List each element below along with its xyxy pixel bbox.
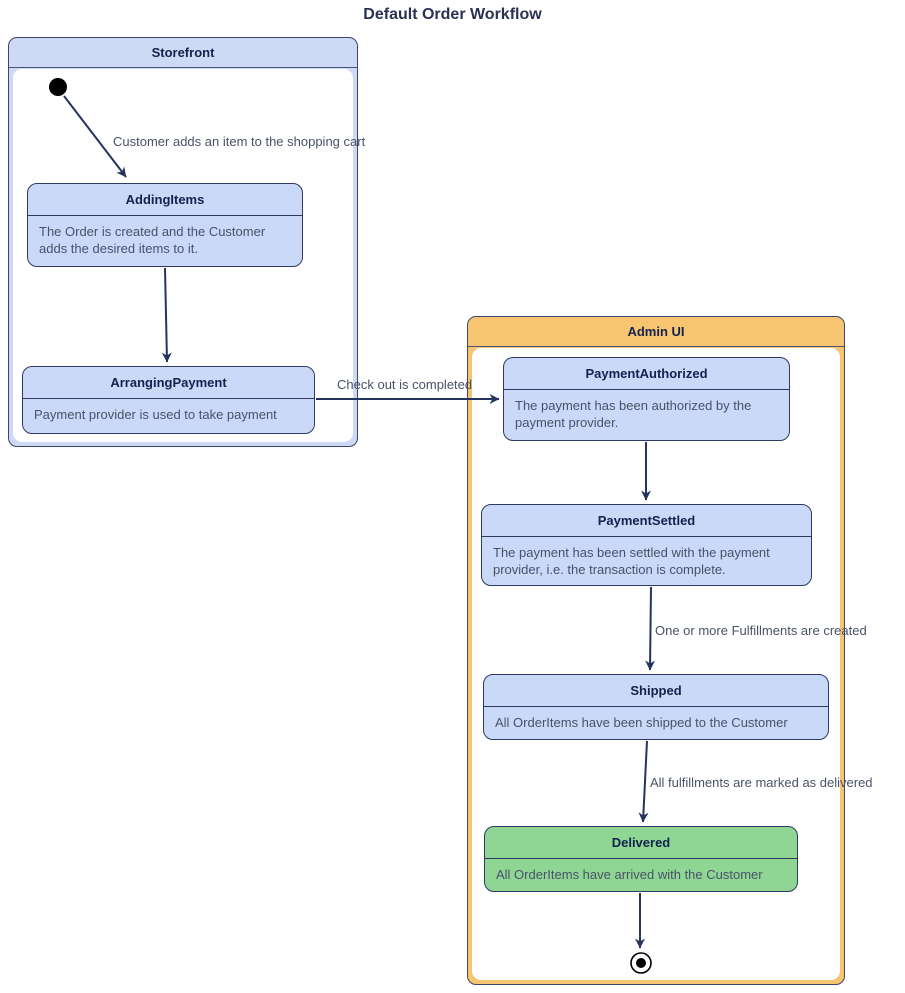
edge-label-fulfillments-created: One or more Fulfillments are created: [655, 623, 867, 638]
state-paymentauthorized-title: PaymentAuthorized: [504, 358, 789, 390]
state-arrangingpayment: ArrangingPayment Payment provider is use…: [22, 366, 315, 434]
state-delivered-description: All OrderItems have arrived with the Cus…: [496, 867, 763, 882]
page-title: Default Order Workflow: [363, 6, 542, 23]
edge-label-checkout-completed: Check out is completed: [337, 377, 473, 392]
state-paymentsettled-description: The payment has been settled with the pa…: [493, 545, 770, 577]
state-addingitems: AddingItems The Order is created and the…: [27, 183, 303, 267]
state-delivered-title: Delivered: [485, 827, 797, 859]
state-paymentauthorized-description: The payment has been authorized by the p…: [515, 398, 752, 430]
state-addingitems-title: AddingItems: [28, 184, 302, 216]
state-shipped-description: All OrderItems have been shipped to the …: [495, 715, 788, 730]
state-delivered: Delivered All OrderItems have arrived wi…: [484, 826, 798, 892]
container-storefront-title: Storefront: [9, 38, 357, 68]
state-paymentsettled: PaymentSettled The payment has been sett…: [481, 504, 812, 586]
state-addingitems-description: The Order is created and the Customer ad…: [39, 224, 266, 256]
state-paymentauthorized: PaymentAuthorized The payment has been a…: [503, 357, 790, 441]
state-shipped: Shipped All OrderItems have been shipped…: [483, 674, 829, 740]
container-admin-ui-title: Admin UI: [468, 317, 844, 347]
state-arrangingpayment-title: ArrangingPayment: [23, 367, 314, 399]
state-arrangingpayment-description: Payment provider is used to take payment: [34, 407, 277, 422]
edge-label-add-item: Customer adds an item to the shopping ca…: [113, 134, 366, 149]
state-shipped-title: Shipped: [484, 675, 828, 707]
state-paymentsettled-title: PaymentSettled: [482, 505, 811, 537]
edge-label-marked-delivered: All fulfillments are marked as delivered: [650, 775, 873, 790]
